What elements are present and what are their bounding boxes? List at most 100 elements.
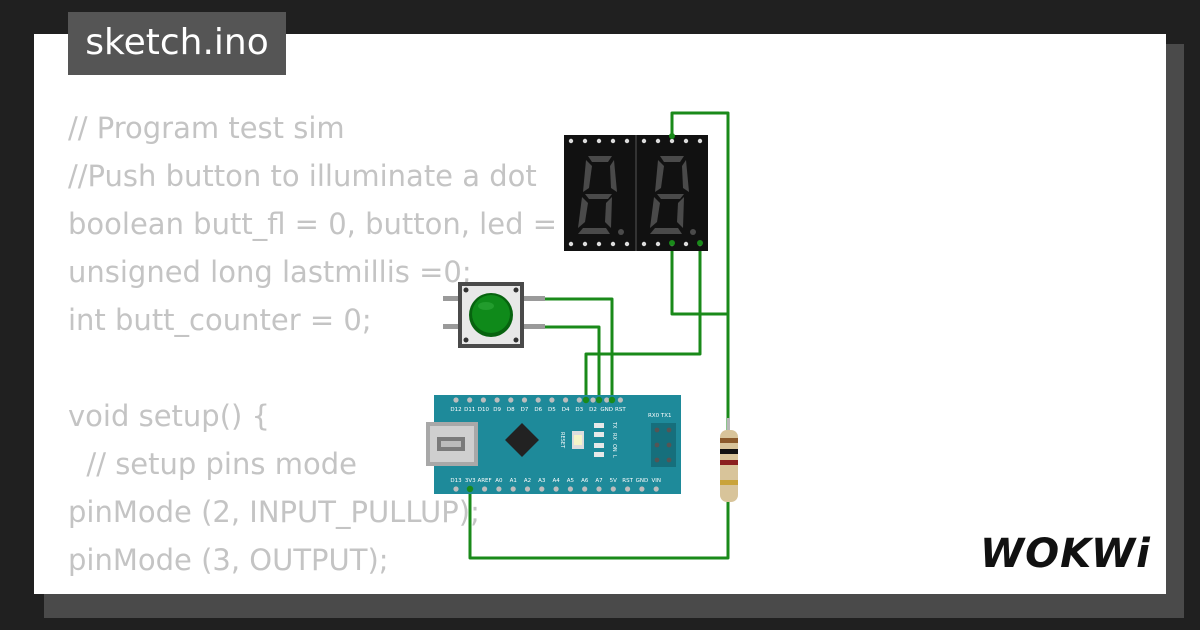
pin-hole bbox=[563, 397, 569, 403]
pin-hole bbox=[453, 397, 459, 403]
pin-hole bbox=[453, 486, 459, 492]
pin-label: GND bbox=[600, 407, 613, 413]
code-line: void setup() { bbox=[68, 399, 270, 433]
code-line: pinMode (2, INPUT_PULLUP); bbox=[68, 495, 480, 529]
code-line: unsigned long lastmillis =0; bbox=[68, 255, 472, 289]
pin-label: 5V bbox=[610, 478, 617, 484]
pin-label: D6 bbox=[534, 407, 542, 413]
code-editor: // Program test sim //Push button to illu… bbox=[68, 104, 594, 594]
pin-hole bbox=[524, 486, 531, 492]
pin-label: D9 bbox=[493, 407, 501, 413]
reset-label: RESET bbox=[559, 432, 565, 449]
usb-connector bbox=[426, 422, 478, 466]
pin-label: D2 bbox=[589, 407, 597, 413]
pin-label: A1 bbox=[510, 478, 517, 484]
pin-label: A6 bbox=[581, 478, 589, 484]
status-leds bbox=[594, 423, 604, 457]
seven-segment-display bbox=[564, 133, 708, 251]
display-pins-top bbox=[568, 138, 703, 144]
reset-button[interactable] bbox=[572, 431, 584, 449]
pin-hole bbox=[553, 486, 559, 492]
resistor bbox=[720, 418, 738, 502]
pin-hole bbox=[610, 486, 616, 492]
pushbutton[interactable] bbox=[443, 282, 545, 348]
pin-label: D5 bbox=[548, 407, 556, 413]
pin-hole bbox=[467, 397, 473, 403]
header-pins-top bbox=[453, 397, 624, 403]
pin-label: D8 bbox=[507, 407, 515, 413]
code-line: pinMode (3, OUTPUT); bbox=[68, 543, 389, 577]
pin-label: D11 bbox=[464, 407, 475, 413]
pin-hole bbox=[576, 397, 582, 403]
code-line: pinMode (A7, INPUT); bbox=[68, 584, 594, 594]
pin-label: RST bbox=[622, 478, 633, 484]
wire-display-to-resistor bbox=[670, 111, 730, 434]
code-line: int butt_counter = 0; bbox=[68, 303, 372, 337]
pin-hole bbox=[482, 486, 488, 492]
pin-hole bbox=[535, 397, 541, 403]
pin-hole bbox=[596, 486, 602, 492]
pin-hole bbox=[582, 486, 588, 492]
pin-hole bbox=[549, 397, 555, 403]
pin-hole bbox=[480, 397, 486, 403]
led-label-l: L bbox=[611, 455, 617, 458]
wire-button-to-gnd bbox=[521, 325, 601, 403]
pin-label: A0 bbox=[495, 478, 503, 484]
pin-label: A4 bbox=[552, 478, 560, 484]
digit-1 bbox=[578, 156, 624, 235]
code-line: boolean butt_fl = 0, button, led = 0; bbox=[68, 207, 595, 241]
wokwi-logo: WOKWi bbox=[980, 531, 1151, 577]
pin-hole bbox=[617, 397, 624, 403]
rx-tx-label: RX0 TX1 bbox=[648, 413, 671, 419]
pin-label: GND bbox=[636, 478, 649, 484]
wokwi-logo-text: WOKWi bbox=[980, 531, 1151, 577]
file-tab[interactable]: sketch.ino bbox=[68, 12, 286, 75]
wire-button-to-d2 bbox=[521, 297, 614, 403]
pin-label: D12 bbox=[450, 407, 461, 413]
header-pins-bottom bbox=[453, 486, 659, 492]
pin-hole bbox=[521, 397, 528, 403]
mcu-chip bbox=[505, 423, 539, 457]
pin-hole bbox=[567, 486, 574, 492]
pin-label: D4 bbox=[562, 407, 570, 413]
code-line: // Program test sim bbox=[68, 111, 345, 145]
preview-card: // Program test sim //Push button to illu… bbox=[34, 34, 1166, 594]
led-label-on: ON bbox=[611, 444, 617, 452]
pin-label: A5 bbox=[567, 478, 575, 484]
pin-hole bbox=[494, 397, 500, 403]
pin-hole bbox=[539, 486, 545, 492]
pin-hole bbox=[653, 486, 659, 492]
pin-label: D3 bbox=[575, 407, 583, 413]
pin-label: 3V3 bbox=[465, 478, 476, 484]
pin-label: A3 bbox=[538, 478, 546, 484]
wire-display-to-gnd bbox=[670, 241, 730, 316]
code-line: //Push button to illuminate a dot bbox=[68, 159, 537, 193]
pin-label: RST bbox=[615, 407, 626, 413]
pin-label: D13 bbox=[450, 478, 462, 484]
pin-label: A2 bbox=[524, 478, 531, 484]
wire-display-to-d3 bbox=[584, 241, 702, 403]
led-label-tx: TX bbox=[611, 421, 617, 429]
pin-hole bbox=[496, 486, 502, 492]
pin-label: D10 bbox=[478, 407, 490, 413]
pin-label: VIN bbox=[651, 478, 661, 484]
pin-hole bbox=[604, 397, 610, 403]
wire-resistor-to-3v3 bbox=[468, 480, 730, 560]
pin-label: D7 bbox=[521, 407, 529, 413]
pin-hole bbox=[639, 486, 645, 492]
wires bbox=[468, 111, 730, 560]
pin-hole bbox=[510, 486, 516, 492]
pin-label: A7 bbox=[595, 478, 603, 484]
digit-2 bbox=[650, 156, 696, 235]
pin-hole bbox=[508, 397, 514, 403]
pin-label: AREF bbox=[477, 478, 491, 484]
code-line: // setup pins mode bbox=[68, 447, 357, 481]
pin-hole bbox=[625, 486, 631, 492]
icsp-header bbox=[651, 423, 676, 467]
led-label-rx: RX bbox=[611, 433, 617, 440]
pin-hole bbox=[590, 397, 596, 403]
